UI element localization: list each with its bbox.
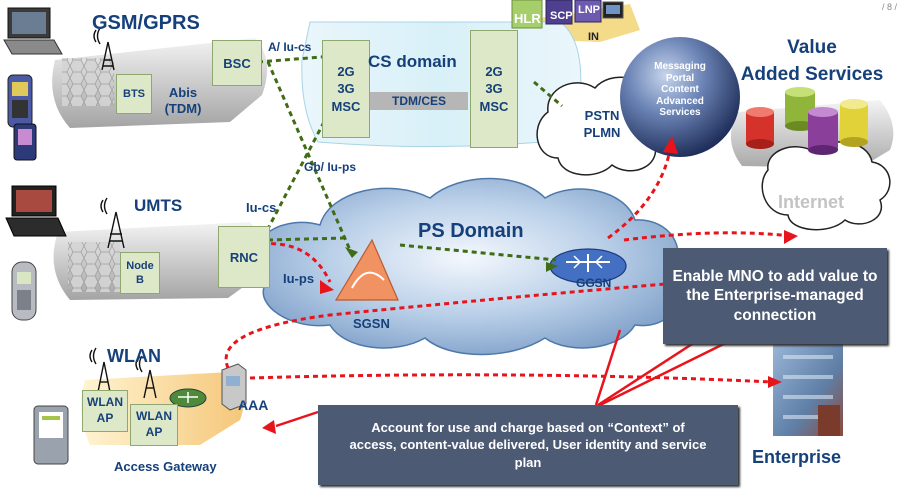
bts-box: BTS (116, 74, 152, 114)
antenna-umts-icon (100, 197, 125, 249)
sgsn-label: SGSN (353, 316, 390, 331)
iu-cs-label: Iu-cs (246, 200, 277, 215)
sgsn-icon (334, 238, 399, 301)
lnp-label: LNP (578, 4, 600, 16)
msc-right-box: 2G 3G MSC (470, 30, 518, 148)
vas-title: Value Added Services (740, 37, 884, 85)
pstn-plmn-label: PSTN PLMN (583, 108, 621, 140)
antenna-gsm-icon (93, 27, 115, 71)
gsm-gprs-title: GSM/GPRS (92, 12, 200, 34)
corner-text: / 8 / (881, 2, 897, 12)
in-label: IN (588, 31, 599, 43)
ps-domain-title: PS Domain (418, 220, 524, 242)
pda-wlan-icon (33, 405, 69, 465)
router-wlan-icon (169, 388, 207, 408)
laptop-gsm-icon (3, 7, 63, 55)
tdm-ces-bar: TDM/CES (370, 92, 468, 110)
wlan-ap1-box: WLAN AP (82, 390, 128, 432)
vas-sphere (620, 37, 740, 157)
aaa-server-icon (221, 363, 247, 411)
laptop-umts-icon (5, 185, 67, 237)
antenna-wlan-ap2-icon (135, 355, 157, 399)
ggsn-icon (549, 248, 627, 284)
phone-gsm-icon (7, 74, 33, 128)
callout-account-charge: Account for use and charge based on “Con… (318, 405, 738, 485)
vas-sphere-label: Messaging Portal Content Advanced Servic… (654, 61, 706, 119)
node-b-box: Node B (120, 252, 160, 294)
rnc-box: RNC (218, 226, 270, 288)
gsm-cells (62, 58, 114, 106)
database-cylinders (746, 87, 868, 155)
hlr-label: HLR (514, 11, 541, 26)
msc-left-box: 2G 3G MSC (322, 40, 370, 138)
iu-ps-label: Iu-ps (283, 271, 315, 286)
access-gateway-label: Access Gateway (114, 459, 217, 474)
abis-label: Abis (TDM) (164, 84, 202, 116)
hlr-cluster (511, 0, 624, 29)
antenna-wlan-ap1-icon (89, 347, 111, 393)
enterprise-label: Enterprise (752, 447, 842, 467)
pda-gsm-icon (13, 123, 37, 161)
bsc-box: BSC (212, 40, 262, 86)
gb-iu-ps-label: Gb/ Iu-ps (304, 160, 356, 174)
phone-umts-icon (11, 261, 37, 321)
aaa-label: AAA (238, 397, 269, 413)
ggsn-label: GGSN (576, 276, 612, 290)
umts-title: UMTS (134, 196, 183, 215)
a-iu-cs-label: A/ Iu-cs (268, 40, 312, 54)
callout-enable-mno: Enable MNO to add value to the Enterpris… (663, 248, 887, 344)
enterprise-building (773, 340, 843, 436)
umts-cells (68, 242, 120, 292)
wlan-title: WLAN (107, 346, 161, 366)
cs-domain-title: CS domain (368, 52, 457, 71)
wlan-ap2-box: WLAN AP (130, 404, 178, 446)
scp-label: SCP (550, 10, 573, 22)
internet-label: Internet (778, 192, 845, 212)
data-lines (224, 149, 791, 384)
